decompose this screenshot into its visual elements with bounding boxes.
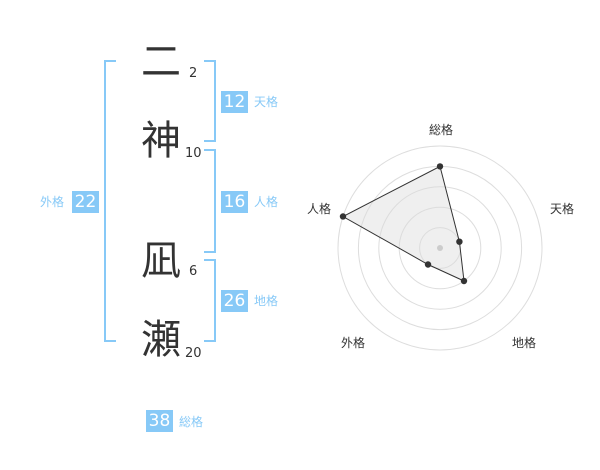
radar-center-dot <box>437 245 443 251</box>
tenkaku-bracket <box>204 60 216 142</box>
name-char-2: 神 <box>141 118 181 164</box>
radar-ring <box>378 186 502 310</box>
soukaku-value: 38 <box>146 410 173 432</box>
gaikaku-value: 22 <box>72 191 99 213</box>
gaikaku-bracket <box>104 60 116 342</box>
radar-point-soukaku <box>436 163 444 170</box>
tenkaku-label: 天格 <box>254 95 279 109</box>
radar-label-left: 人格 <box>307 201 331 216</box>
stroke-count-4: 20 <box>185 346 202 361</box>
radar-point-chikaku <box>460 277 468 285</box>
stroke-count-2: 10 <box>185 146 202 161</box>
stroke-count-1: 2 <box>189 66 198 81</box>
gaikaku-label: 外格 <box>40 195 65 209</box>
chikaku-value: 26 <box>221 290 248 312</box>
radar-label-top: 総格 <box>429 122 453 137</box>
radar-label-bottom-right: 地格 <box>512 335 536 350</box>
name-char-3: 凪 <box>141 238 181 284</box>
radar-shape <box>341 165 465 282</box>
jinkaku-label: 人格 <box>254 195 279 209</box>
radar-label-right: 天格 <box>550 201 574 216</box>
radar-ring <box>337 145 543 351</box>
radar-point-jinkaku <box>339 213 347 220</box>
jinkaku-bracket <box>204 149 216 253</box>
radar-point-tenkaku <box>456 238 463 245</box>
stroke-count-3: 6 <box>189 264 198 279</box>
tenkaku-value: 12 <box>221 91 248 113</box>
chikaku-label: 地格 <box>254 294 279 308</box>
radar-point-gaikaku <box>424 261 432 268</box>
jinkaku-value: 16 <box>221 191 248 213</box>
radar-label-bottom-left: 外格 <box>341 335 365 350</box>
chikaku-bracket <box>204 259 216 342</box>
name-char-4: 瀬 <box>141 317 181 363</box>
soukaku-label: 総格 <box>179 415 204 429</box>
name-char-1: 二 <box>141 39 181 85</box>
